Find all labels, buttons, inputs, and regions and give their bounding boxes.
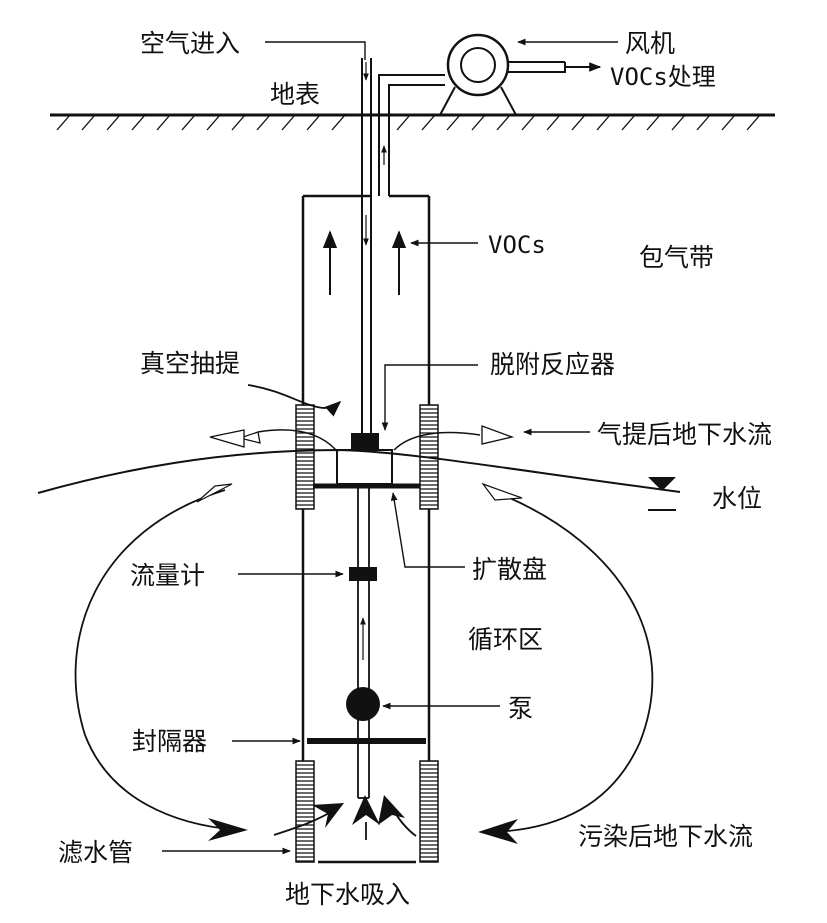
label-vocs: VOCs xyxy=(488,231,546,259)
leader-lines xyxy=(162,38,618,855)
label-contaminated-flow: 污染后地下水流 xyxy=(578,822,753,851)
pump-riser-pipe xyxy=(357,486,370,799)
label-diffuser-plate: 扩散盘 xyxy=(472,555,547,584)
flow-meter xyxy=(349,567,377,581)
water-level-icon xyxy=(648,477,676,511)
vapor-extraction-pipe xyxy=(378,74,445,196)
outflow-arrows xyxy=(209,425,515,451)
vacuum-extraction-arrow xyxy=(247,384,342,417)
label-pump: 泵 xyxy=(508,694,533,723)
air-injection-pipe xyxy=(361,58,372,433)
label-packer: 封隔器 xyxy=(132,727,207,756)
desorption-reactor xyxy=(336,433,393,485)
well-casing xyxy=(301,194,431,864)
left-circulation-loop xyxy=(74,483,248,841)
label-vadose-zone: 包气带 xyxy=(639,243,714,272)
label-flow-meter: 流量计 xyxy=(130,561,205,590)
right-circulation-loop xyxy=(478,482,654,844)
ground-surface xyxy=(50,113,775,131)
ground-hatching xyxy=(56,114,761,131)
label-groundwater-intake: 地下水吸入 xyxy=(285,880,410,909)
intake-arrows xyxy=(273,795,417,840)
label-vacuum-extraction: 真空抽提 xyxy=(140,349,240,378)
label-desorption-reactor: 脱附反应器 xyxy=(490,350,615,379)
water-table xyxy=(37,448,681,494)
pipe-flow-arrows xyxy=(363,62,387,246)
blower xyxy=(439,33,602,116)
lower-screen-left xyxy=(295,760,315,863)
label-ground-surface: 地表 xyxy=(270,80,320,109)
label-post-airlift-flow: 气提后地下水流 xyxy=(597,420,772,449)
label-blower: 风机 xyxy=(625,29,675,58)
label-screen-pipe: 滤水管 xyxy=(58,838,133,867)
label-vocs-treatment: VOCs处理 xyxy=(610,63,716,91)
upper-screen-left xyxy=(295,404,315,510)
label-water-level: 水位 xyxy=(712,484,762,513)
label-air-in: 空气进入 xyxy=(140,29,240,58)
lower-screen-right xyxy=(419,760,439,863)
vocs-upflow-arrows xyxy=(322,230,407,295)
label-circulation-zone: 循环区 xyxy=(468,625,543,654)
pump xyxy=(346,687,380,721)
